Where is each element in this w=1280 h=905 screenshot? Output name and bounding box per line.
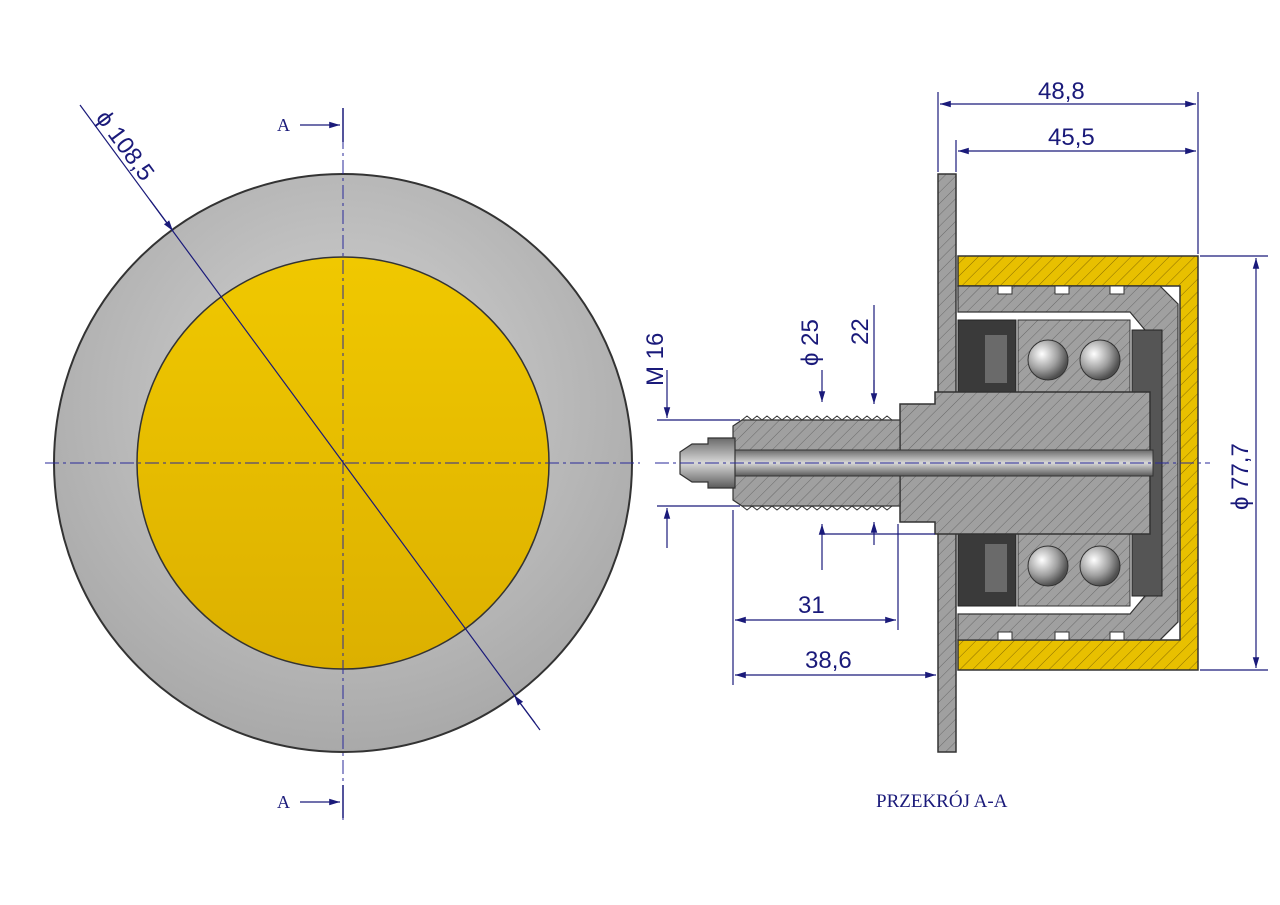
- front-view: ϕ 108,5 A A: [45, 104, 640, 820]
- hub-body: [957, 285, 1179, 641]
- section-view: 48,8 45,5 ϕ 77,7 M 16 ϕ 25 22 31 38,6: [642, 78, 1268, 812]
- thread-teeth: [741, 415, 893, 511]
- bearing-ball: [1079, 545, 1121, 587]
- bearing-ball: [1079, 339, 1121, 381]
- diameter-arrow-bottom: [513, 694, 536, 724]
- shaft-diameter-label: ϕ 25: [797, 319, 824, 366]
- housing-diameter-label: ϕ 77,7: [1227, 443, 1254, 510]
- overall-width-label: 48,8: [1038, 78, 1085, 105]
- outer-diameter-label: ϕ 108,5: [90, 106, 159, 187]
- thread-length-label: 31: [798, 592, 825, 619]
- seal-insert-bottom: [985, 544, 1007, 592]
- flange-offset-label: 38,6: [805, 647, 852, 674]
- section-marker-bottom: A: [277, 792, 290, 812]
- hub-grooves: [997, 285, 1125, 641]
- housing-width-label: 45,5: [1048, 124, 1095, 151]
- bearing-ball: [1027, 545, 1069, 587]
- thread-label: M 16: [642, 333, 669, 386]
- bearing-ball: [1027, 339, 1069, 381]
- shaft-step-label: 22: [847, 318, 874, 345]
- section-marker-top: A: [277, 115, 290, 135]
- section-title: PRZEKRÓJ A-A: [876, 790, 1008, 812]
- seal-insert-top: [985, 335, 1007, 383]
- diameter-arrow-top: [149, 199, 174, 232]
